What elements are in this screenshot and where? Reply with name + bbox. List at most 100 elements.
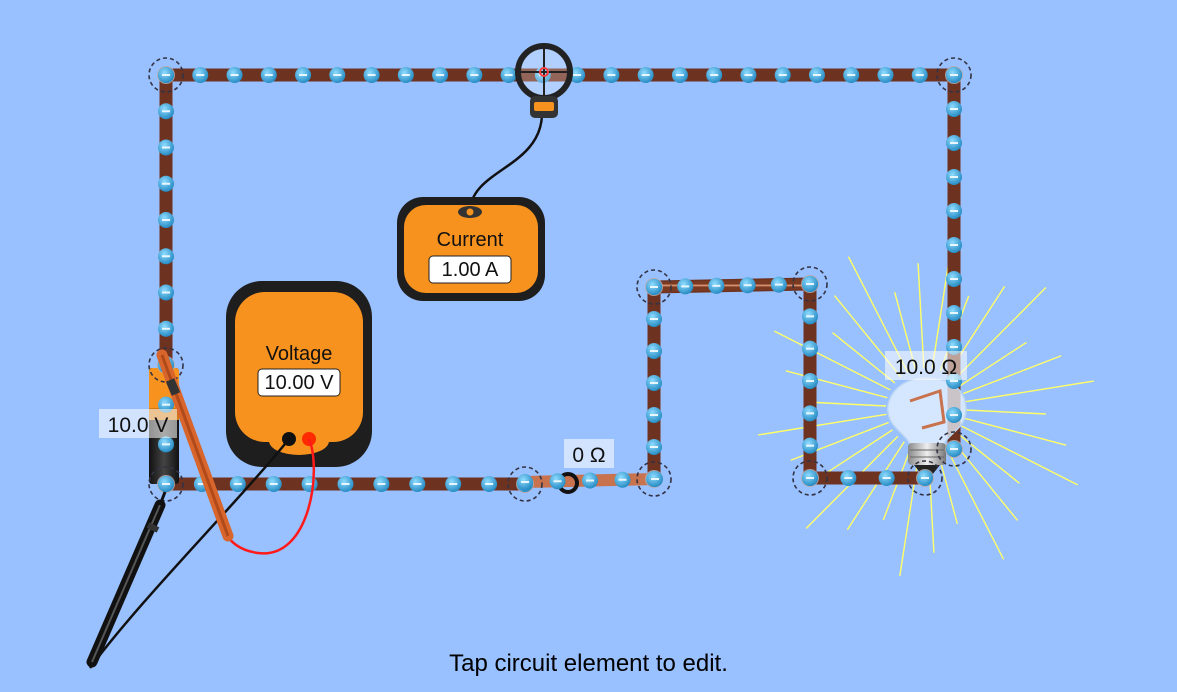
electron (517, 474, 533, 490)
electron (646, 439, 662, 455)
electron (337, 476, 354, 492)
vertex-ring[interactable] (636, 269, 672, 305)
electron (226, 67, 243, 83)
electron (774, 67, 791, 83)
electron (646, 311, 662, 327)
electron (397, 67, 414, 83)
electron (677, 278, 694, 295)
electron (946, 101, 962, 117)
electron (582, 472, 598, 489)
electron (802, 308, 818, 325)
vertex-ring[interactable] (936, 57, 972, 93)
light-ray (959, 341, 1027, 387)
electron (158, 248, 174, 265)
svg-text:0 Ω: 0 Ω (572, 444, 605, 467)
light-ray (964, 417, 1067, 446)
electron (770, 276, 787, 293)
svg-text:10.0 Ω: 10.0 Ω (895, 356, 957, 379)
electron (466, 67, 483, 83)
electron (329, 67, 346, 83)
voltmeter-reading: 10.00 V (265, 372, 335, 394)
edit-hint: Tap circuit element to edit. (449, 650, 728, 677)
ammeter-title: Current (437, 229, 504, 251)
vertex-ring[interactable] (507, 466, 543, 502)
red-probe[interactable] (156, 349, 234, 542)
ammeter[interactable]: Current 1.00 A (397, 197, 545, 301)
bulb-resistance-label[interactable]: 10.0 Ω (885, 351, 967, 380)
light-ray (758, 413, 887, 436)
electron (647, 471, 663, 487)
electron (917, 470, 933, 486)
vertex-ring[interactable] (148, 57, 184, 93)
voltmeter-title: Voltage (266, 343, 333, 365)
electron (432, 67, 449, 83)
electron (946, 169, 962, 185)
light-ray (825, 429, 893, 475)
electron (878, 470, 895, 486)
electron (260, 67, 277, 83)
electron (158, 320, 174, 337)
electron (802, 340, 818, 357)
electron (158, 103, 174, 120)
electron (802, 470, 818, 486)
electron (946, 237, 962, 253)
electron (802, 437, 818, 454)
battery-voltage-label[interactable]: 10.0 V (99, 409, 177, 438)
electron (708, 277, 725, 294)
electron (740, 67, 757, 83)
electron (158, 284, 174, 301)
electron (946, 203, 962, 219)
light-ray (956, 432, 1020, 484)
electron (158, 175, 174, 192)
electron (158, 139, 174, 156)
light-ray (785, 370, 888, 399)
electron (603, 67, 620, 83)
electron (946, 305, 962, 321)
light-bulb[interactable] (887, 377, 967, 475)
electron (802, 373, 818, 389)
light-ray (950, 438, 1019, 521)
electron (646, 343, 662, 359)
switch-resistance-label[interactable]: 0 Ω (564, 439, 614, 468)
electron (802, 276, 818, 292)
electron (911, 67, 928, 83)
vertex-ring[interactable] (636, 461, 672, 497)
electron (739, 277, 756, 294)
electron (877, 67, 894, 83)
vertex-ring[interactable] (148, 347, 184, 383)
light-ray (832, 332, 896, 384)
electron (946, 135, 962, 151)
black-probe[interactable] (86, 491, 167, 668)
electron (614, 471, 631, 488)
light-ray (846, 441, 905, 531)
electron (946, 271, 962, 287)
electron (265, 476, 282, 492)
electron (158, 436, 174, 453)
light-ray (917, 263, 925, 369)
electron (295, 67, 312, 83)
light-ray (965, 409, 1046, 415)
electron (158, 396, 174, 413)
vertex-ring[interactable] (936, 431, 972, 467)
light-ray (774, 330, 891, 391)
electron (671, 67, 688, 83)
vertex-ring[interactable] (907, 460, 943, 496)
electron (363, 67, 380, 83)
electron (840, 470, 857, 486)
vertex-ring[interactable] (792, 266, 828, 302)
voltmeter[interactable]: Voltage 10.00 V (226, 281, 372, 467)
light-ray (953, 287, 1047, 381)
electron (843, 67, 860, 83)
ammeter-probe[interactable] (468, 43, 573, 213)
light-ray (943, 443, 1005, 560)
light-ray (965, 380, 1094, 403)
electron (409, 476, 426, 492)
electron (569, 67, 586, 83)
vertex-ring[interactable] (792, 460, 828, 496)
vertex-ring[interactable] (148, 466, 184, 502)
svg-text:10.0 V: 10.0 V (108, 414, 169, 437)
electron (706, 67, 723, 83)
electron (646, 375, 662, 391)
electron (549, 473, 566, 490)
